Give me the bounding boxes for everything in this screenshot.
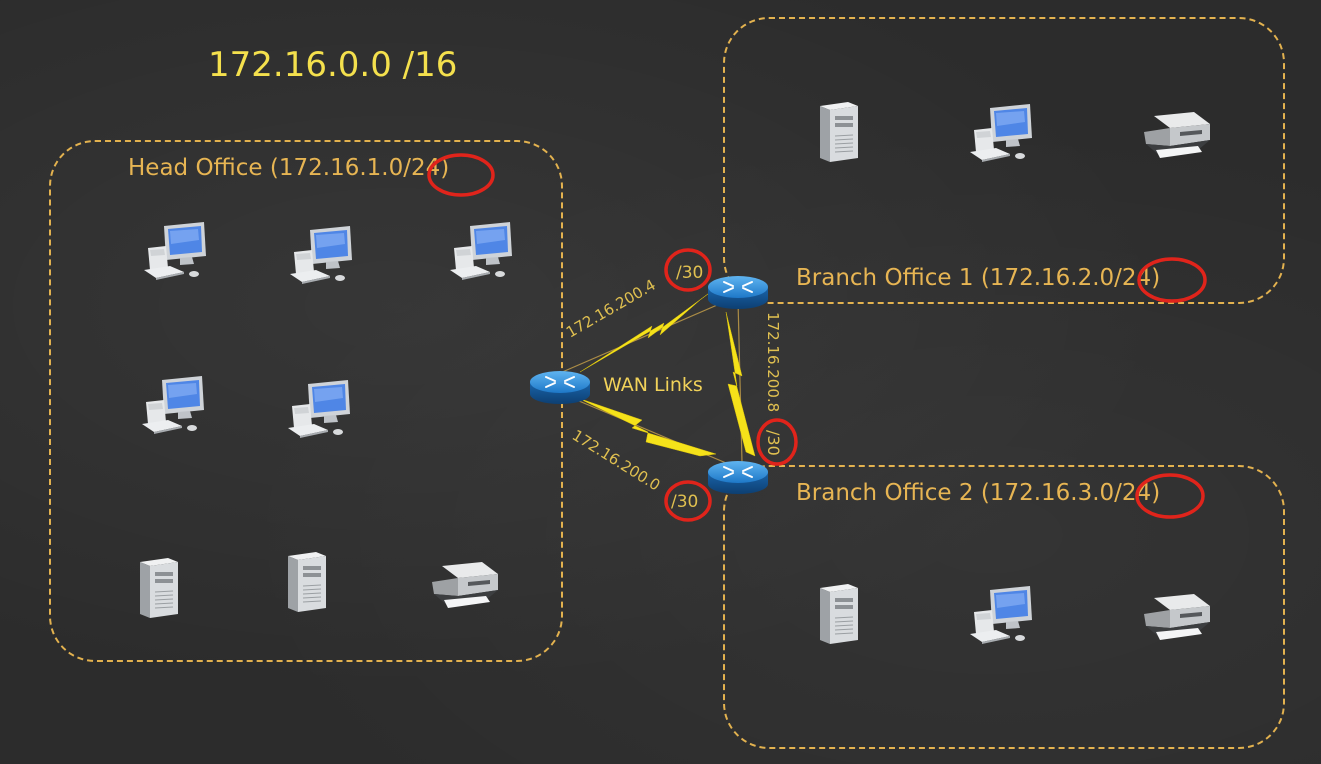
router-icon [708, 276, 768, 309]
printer-icon [1140, 592, 1216, 646]
wan-links-label: WAN Links [603, 374, 703, 396]
router-icon [708, 461, 768, 494]
workstation-icon [138, 376, 210, 442]
wan-link-bottom-bolt [577, 397, 717, 457]
wan-link-right-mask: /30 [764, 430, 783, 456]
server-icon [282, 550, 332, 618]
highlight-circle [1137, 257, 1207, 303]
highlight-circle [756, 418, 798, 466]
server-icon [814, 582, 864, 650]
highlight-circle [1135, 473, 1205, 519]
branch-office-1-suffix: ) [1151, 265, 1161, 291]
server-icon [134, 556, 184, 624]
wan-link-top-bolt [579, 287, 717, 373]
workstation-icon [284, 380, 356, 446]
printer-icon [428, 560, 504, 614]
printer-icon [1140, 110, 1216, 164]
highlight-circle [664, 248, 712, 292]
server-icon [814, 100, 864, 168]
head-office-prefix: Head Office (172.16.1.0 [128, 155, 404, 181]
workstation-icon [286, 226, 358, 292]
wan-link-bottom-mask: /30 [671, 492, 698, 512]
wan-link-right-bolt [725, 311, 756, 457]
wan-link-right-network: 172.16.200.8 [764, 312, 782, 412]
wan-link-top-mask: /30 [676, 263, 703, 283]
supernet-title: 172.16.0.0 /16 [208, 45, 458, 85]
branch-office-2-boundary [723, 465, 1285, 749]
highlight-circle [427, 153, 495, 197]
branch-office-2-suffix: ) [1151, 480, 1161, 506]
branch-office-1-boundary [723, 17, 1285, 304]
router-icon [530, 371, 590, 404]
workstation-icon [140, 222, 212, 288]
workstation-icon [966, 586, 1038, 652]
head-office-suffix: ) [440, 155, 450, 181]
branch-office-2-prefix: Branch Office 2 (172.16.3.0 [796, 480, 1115, 506]
workstation-icon [966, 104, 1038, 170]
head-office-label: Head Office (172.16.1.0/24) [128, 157, 449, 180]
head-office-mask: /24 [403, 155, 441, 181]
highlight-circle [664, 480, 712, 522]
branch-office-1-label: Branch Office 1 (172.16.2.0/24) [796, 267, 1160, 290]
workstation-icon [446, 222, 518, 288]
branch-office-1-prefix: Branch Office 1 (172.16.2.0 [796, 265, 1115, 291]
